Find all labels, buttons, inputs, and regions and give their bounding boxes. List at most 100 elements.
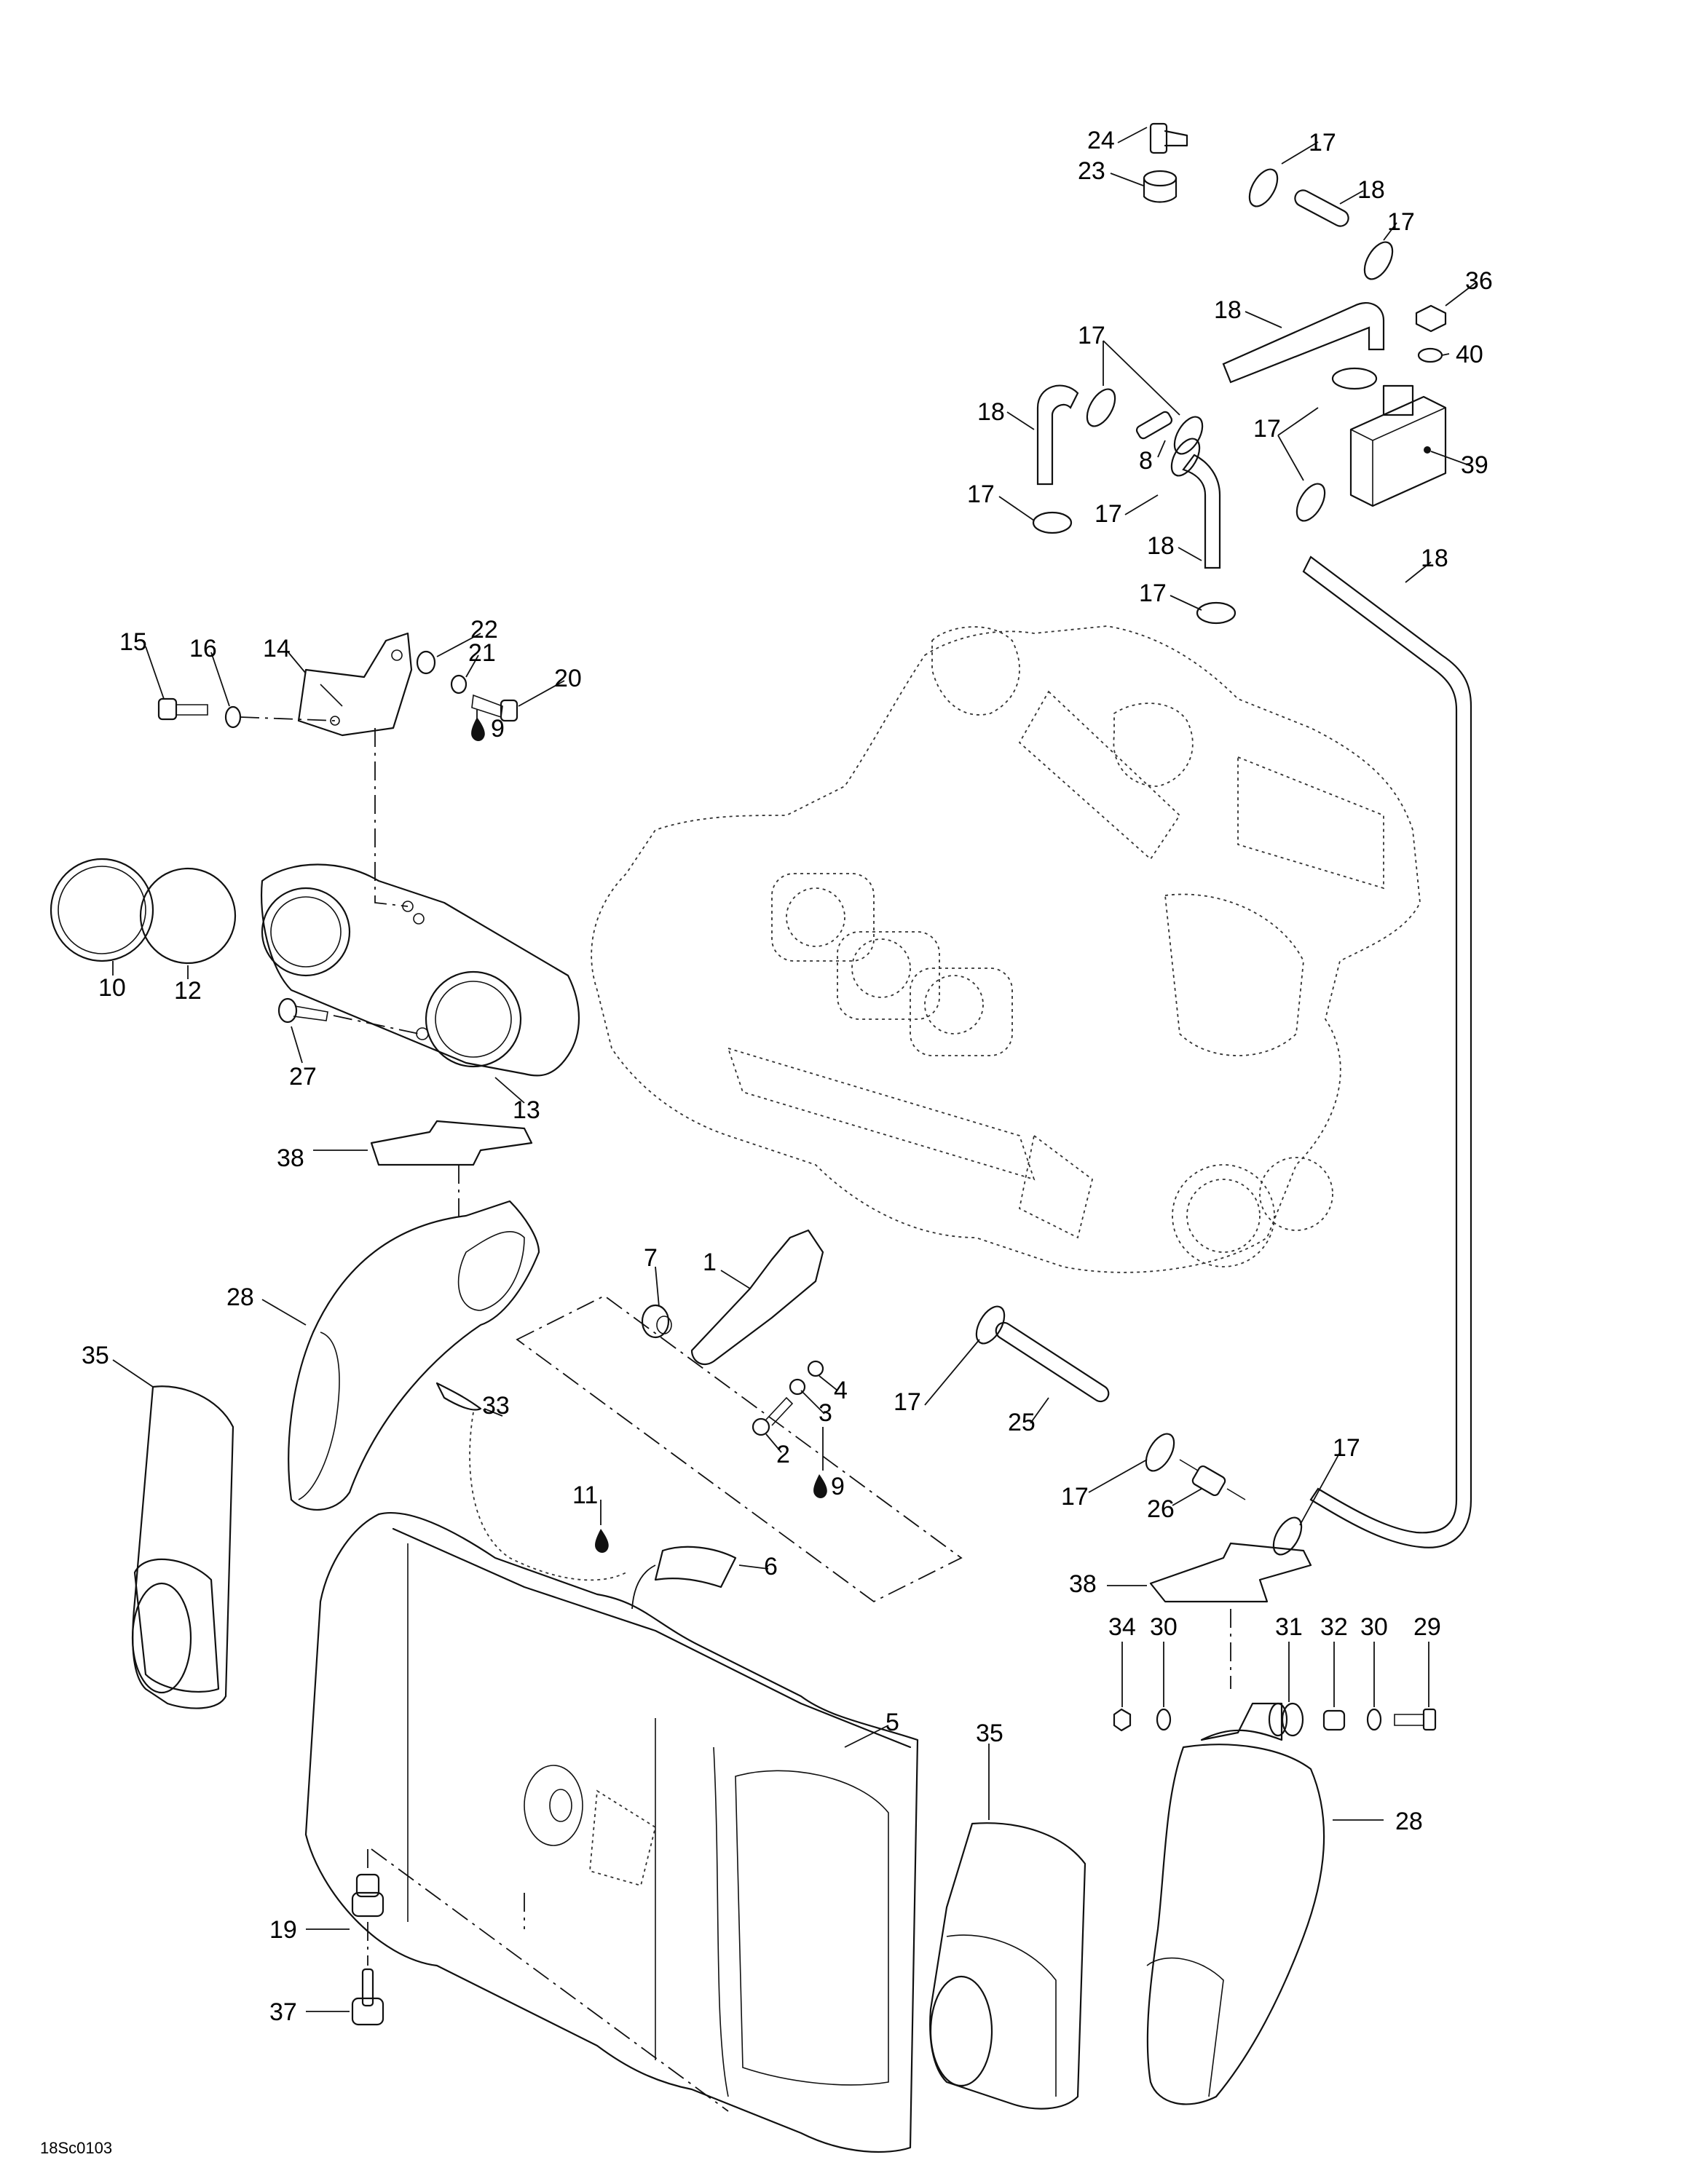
- callout-31: 31: [1275, 1613, 1303, 1641]
- duct-part-28-upper: [288, 1200, 540, 1511]
- washer-part-3: [789, 1378, 806, 1396]
- callout-30: 30: [1360, 1613, 1388, 1641]
- callout-17: 17: [894, 1388, 921, 1416]
- callout-17: 17: [1139, 579, 1167, 607]
- callout-17: 17: [1078, 322, 1105, 349]
- callout-40: 40: [1456, 341, 1483, 368]
- callout-18: 18: [1147, 532, 1175, 560]
- drop-icon: [471, 717, 485, 741]
- callout-35: 35: [976, 1720, 1003, 1747]
- callout-30: 30: [1150, 1613, 1178, 1641]
- lever-part-1: [690, 1229, 824, 1366]
- washer-part-4: [807, 1360, 824, 1377]
- callout-25: 25: [1008, 1409, 1036, 1436]
- callout-18: 18: [1357, 176, 1385, 204]
- gasket-part-38-right: [1149, 1542, 1312, 1603]
- callout-38: 38: [1069, 1570, 1097, 1598]
- hose-part-18-long: [1302, 555, 1472, 1548]
- screw-part-27: [277, 997, 328, 1024]
- callout-38: 38: [277, 1144, 304, 1172]
- drop-icon: [595, 1529, 609, 1553]
- callout-8: 8: [1139, 447, 1153, 475]
- callout-35: 35: [82, 1342, 109, 1369]
- washer-part-16: [224, 705, 242, 729]
- hose-part-18-mid: [1222, 302, 1385, 384]
- callout-16: 16: [189, 635, 217, 662]
- callout-22: 22: [470, 616, 498, 644]
- drop-icon: [813, 1474, 827, 1498]
- callout-32: 32: [1320, 1613, 1348, 1641]
- callout-12: 12: [174, 977, 202, 1005]
- callout-17: 17: [1387, 208, 1415, 236]
- bracket-part-14: [297, 632, 413, 737]
- callout-27: 27: [289, 1063, 317, 1091]
- adapter-plate-part-13: [260, 863, 580, 1077]
- callout-26: 26: [1147, 1495, 1175, 1523]
- callouts: 2 4 23 17 18 17 36 18 17 40 18 17 8 3 9 17…: [82, 127, 1493, 2026]
- callout-23: 23: [1078, 157, 1105, 185]
- callout-3: 3: [819, 1399, 832, 1427]
- callout-10: 10: [98, 974, 126, 1002]
- hose-part-18-left: [1036, 384, 1079, 486]
- callout-13: 13: [513, 1096, 540, 1124]
- callout-28: 28: [226, 1283, 254, 1311]
- grommet-part-23: [1143, 170, 1178, 203]
- screw-part-20: [471, 694, 518, 722]
- washer-part-30-left: [1156, 1708, 1172, 1731]
- callout-17: 17: [1061, 1483, 1089, 1511]
- fitting-part-24: [1149, 122, 1188, 154]
- callout-28: 28: [1395, 1808, 1423, 1835]
- callout-15: 15: [119, 628, 147, 656]
- hose-part-25: [995, 1321, 1110, 1403]
- callout-33: 33: [482, 1392, 510, 1420]
- air-box-part-5: [304, 1511, 919, 2153]
- sleeve-part-32: [1322, 1709, 1346, 1731]
- callout-19: 19: [269, 1916, 297, 1944]
- grommet-part-7: [641, 1304, 672, 1339]
- washer-part-21: [450, 674, 468, 695]
- callout-6: 6: [764, 1553, 778, 1580]
- callout-18: 18: [977, 398, 1005, 426]
- callout-18: 18: [1214, 296, 1242, 324]
- clip-part-33: [435, 1382, 482, 1411]
- connector-part-8: [1135, 411, 1173, 440]
- callout-4: 4: [834, 1377, 848, 1404]
- callout-9: 9: [491, 715, 505, 743]
- leader-lines: [112, 127, 1477, 2012]
- duct-part-28-lower: [1146, 1702, 1325, 2105]
- callout-1: 1: [703, 1249, 717, 1276]
- callout-17: 17: [1095, 500, 1122, 528]
- callout-17: 17: [1333, 1434, 1360, 1462]
- intake-duct-part-35-left: [131, 1385, 234, 1709]
- callout-2: 2: [776, 1441, 790, 1468]
- drawing-code: 18Sc0103: [40, 2139, 112, 2157]
- clip-path: [469, 1412, 627, 1581]
- alignment-line: [240, 716, 419, 1034]
- assembly-outline: [516, 1294, 963, 1603]
- callout-17: 17: [1253, 415, 1281, 443]
- clamp-part-17: [975, 168, 1394, 1556]
- fitting-part-19: [351, 1873, 384, 1918]
- callout-9: 9: [831, 1473, 845, 1500]
- ring-part-10-inner: [58, 866, 146, 954]
- washer-part-22: [416, 650, 436, 675]
- callout-17: 17: [1309, 129, 1336, 157]
- callout-29: 29: [1413, 1613, 1441, 1641]
- hose-part-18-top: [1294, 189, 1349, 227]
- oring-part-12: [139, 867, 237, 965]
- screw-part-2: [752, 1396, 794, 1436]
- install-arrow: [631, 1564, 656, 1610]
- callout-17: 17: [967, 480, 995, 508]
- intake-duct-part-35-right: [929, 1822, 1086, 2110]
- bolt-part-29: [1394, 1708, 1437, 1731]
- washer-part-40: [1417, 347, 1443, 363]
- callout-18: 18: [1421, 545, 1448, 572]
- solenoid-part-39: [1349, 384, 1447, 507]
- callout-36: 36: [1465, 267, 1493, 295]
- nut-part-34: [1113, 1708, 1132, 1732]
- callout-20: 20: [554, 665, 582, 692]
- gasket-part-38-left: [370, 1120, 533, 1166]
- hose-part-18-right: [1182, 454, 1221, 569]
- fitting-part-37: [351, 1968, 384, 2026]
